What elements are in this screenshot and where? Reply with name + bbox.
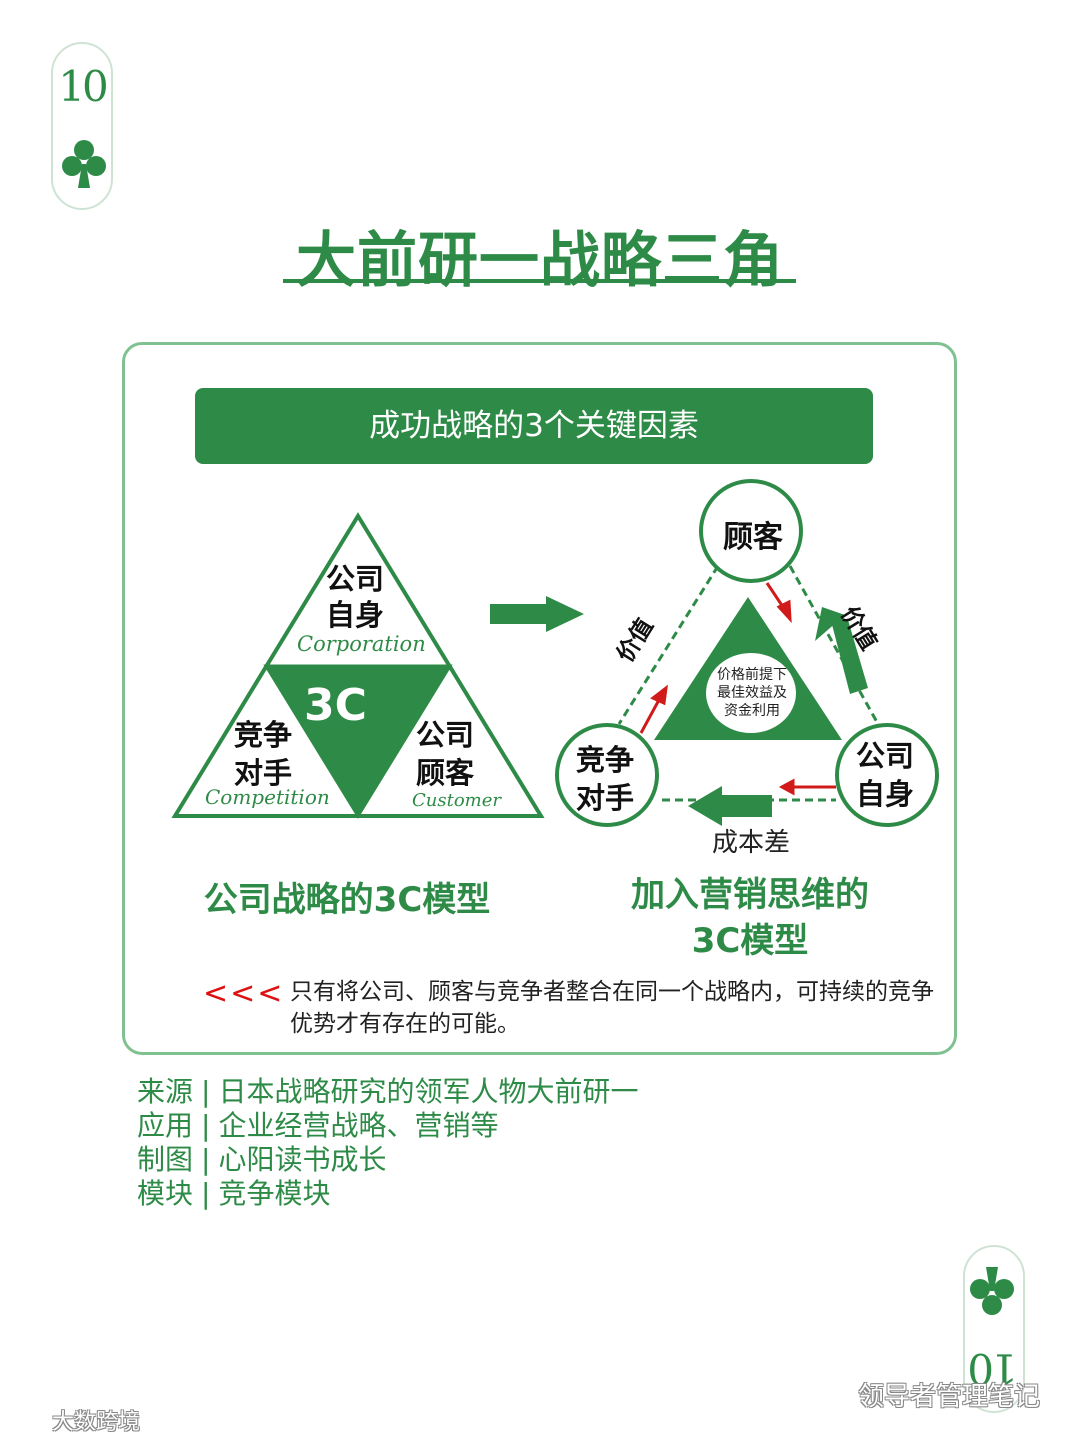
watermark-left: 大数跨境 xyxy=(52,1410,141,1435)
title-underline xyxy=(283,279,796,283)
customer-label: 公司 顾客 xyxy=(416,716,474,792)
left-model-caption: 公司战略的3C模型 xyxy=(203,880,491,920)
node-customer-label: 顾客 xyxy=(723,520,783,555)
competition-label: 竞争 对手 xyxy=(234,716,292,792)
node-competitor xyxy=(555,723,659,827)
card-number: 10 xyxy=(58,62,108,111)
node-company-line1: 公司 xyxy=(856,739,915,773)
meta-usage-value: 企业经营战略、营销等 xyxy=(218,1109,499,1142)
transition-arrow-icon xyxy=(490,596,584,632)
cost-gap-label: 成本差 xyxy=(712,828,791,858)
meta-module: 模块|竞争模块 xyxy=(137,1177,331,1210)
center-value-line1: 价格前提下 xyxy=(717,667,787,683)
right-caption-line1: 加入营销思维的 xyxy=(631,875,869,915)
banner-heading: 成功战略的3个关键因素 xyxy=(195,388,873,464)
corp-label-line2: 自身 xyxy=(326,598,385,632)
customer-label-en: Customer xyxy=(412,790,501,811)
red-arrows xyxy=(639,582,836,796)
meta-author: 制图|心阳读书成长 xyxy=(137,1143,387,1176)
center-value-line2: 最佳效益及 xyxy=(717,685,787,701)
card-corner-bottom: 10 xyxy=(963,1245,1025,1413)
note-text: 只有将公司、顾客与竞争者整合在同一个战略内，可持续的竞争优势才有存在的可能。 xyxy=(290,979,934,1037)
center-value-text: 价格前提下 最佳效益及 资金利用 xyxy=(712,666,792,720)
note-marker: <<< xyxy=(203,976,285,1011)
node-competitor-line1: 竞争 xyxy=(576,743,635,777)
node-competitor-line2: 对手 xyxy=(576,781,635,815)
corp-label-line1: 公司 xyxy=(326,562,385,596)
meta-usage: 应用|企业经营战略、营销等 xyxy=(137,1109,499,1142)
club-icon xyxy=(62,140,106,188)
meta-module-value: 竞争模块 xyxy=(218,1177,331,1210)
competition-label-line1: 竞争 xyxy=(234,718,293,752)
node-company-label: 公司 自身 xyxy=(856,737,914,813)
meta-usage-key: 应用 xyxy=(137,1109,194,1142)
node-company-line2: 自身 xyxy=(856,777,915,811)
node-competitor-label: 竞争 对手 xyxy=(576,741,634,817)
page-title: 大前研一战略三角 xyxy=(296,226,784,296)
watermark-right: 领导者管理笔记 xyxy=(858,1382,1041,1412)
meta-module-key: 模块 xyxy=(137,1177,194,1210)
customer-label-line2: 顾客 xyxy=(416,756,475,790)
center-triangle xyxy=(263,664,453,819)
corp-label-en: Corporation xyxy=(297,632,426,656)
node-customer xyxy=(699,479,803,583)
customer-label-line1: 公司 xyxy=(416,718,475,752)
node-company xyxy=(835,723,939,827)
center-3c-label: 3C xyxy=(304,680,367,731)
green-left-arrow-icon xyxy=(688,786,772,826)
right-caption-line2: 3C模型 xyxy=(691,921,809,961)
competition-label-line2: 对手 xyxy=(234,756,293,790)
card-corner-top: 10 xyxy=(51,42,113,210)
meta-source: 来源|日本战略研究的领军人物大前研一 xyxy=(137,1075,639,1108)
competition-label-en: Competition xyxy=(205,785,330,809)
meta-source-key: 来源 xyxy=(137,1075,194,1108)
club-icon xyxy=(970,1267,1014,1315)
meta-author-value: 心阳读书成长 xyxy=(218,1143,387,1176)
diagram-card xyxy=(122,342,957,1055)
meta-author-key: 制图 xyxy=(137,1143,194,1176)
green-up-arrow-icon xyxy=(815,607,868,694)
corp-label: 公司 自身 xyxy=(326,561,384,633)
meta-source-value: 日本战略研究的领军人物大前研一 xyxy=(218,1075,639,1108)
center-value-line3: 资金利用 xyxy=(724,703,780,719)
right-model-caption: 加入营销思维的 3C模型 xyxy=(606,872,894,964)
